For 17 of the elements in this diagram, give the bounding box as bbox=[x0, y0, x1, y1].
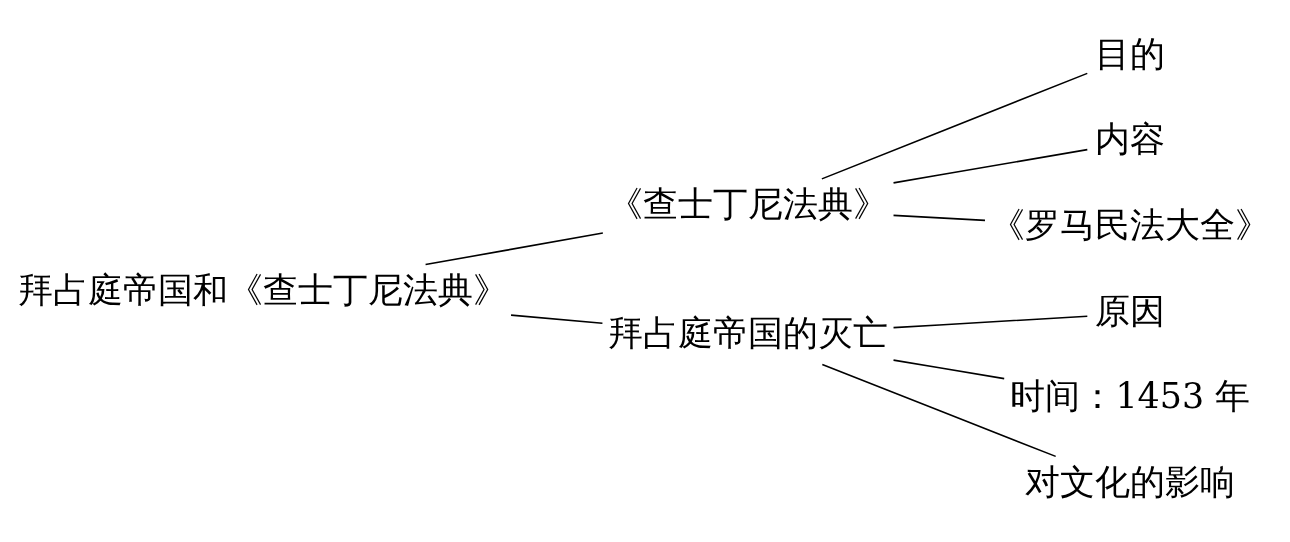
connector bbox=[892, 148, 1089, 184]
node-text: 拜占庭帝国的灭亡 bbox=[608, 312, 889, 353]
node-text: 《查士丁尼法典》 bbox=[608, 184, 889, 225]
node-text: 时间：1453 年 bbox=[1010, 376, 1251, 417]
node-text: 对文化的影响 bbox=[1025, 461, 1236, 502]
connector bbox=[821, 363, 1057, 458]
connector bbox=[821, 72, 1089, 180]
connector bbox=[892, 315, 1089, 329]
connector bbox=[510, 314, 604, 325]
connector bbox=[424, 232, 604, 266]
node-text: 拜占庭帝国和《查士丁尼法典》 bbox=[17, 270, 508, 311]
connector bbox=[892, 359, 1005, 380]
node-text: 《罗马民法大全》 bbox=[990, 205, 1271, 246]
connector bbox=[892, 214, 986, 222]
node-text: 内容 bbox=[1095, 119, 1166, 160]
node-text: 原因 bbox=[1095, 290, 1166, 331]
node-text: 目的 bbox=[1095, 33, 1166, 74]
